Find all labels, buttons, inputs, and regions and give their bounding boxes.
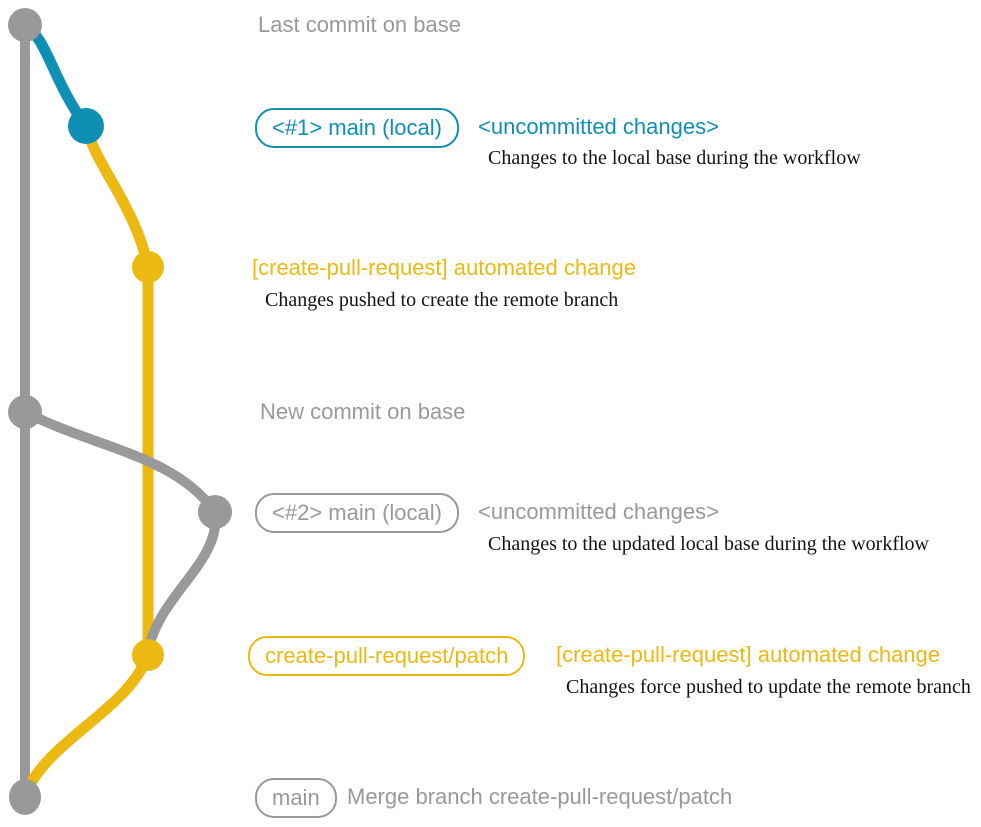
commit-node-last-commit-on-base [8,8,42,42]
remote-branch-edge-top [80,124,154,269]
uncommitted-changes-title-1: <uncommitted changes> [478,114,719,139]
commit-node-uncommitted-changes-1 [68,108,104,144]
automated-change-title-1: [create-pull-request] automated change [252,255,637,280]
base-update-edge [22,407,220,515]
commit-graph [8,8,232,815]
uncommitted-changes-title-2: <uncommitted changes> [478,499,719,524]
commit-node-automated-change-2 [132,639,164,671]
commit-node-new-commit-on-base [8,395,42,429]
merge-commit-label: Merge branch create-pull-request/patch [347,784,733,809]
automated-change-desc-1: Changes pushed to create the remote bran… [265,289,619,311]
automated-change-title-2: [create-pull-request] automated change [556,642,941,667]
rebase-edge [143,511,221,654]
uncommitted-changes-desc-1: Changes to the local base during the wor… [488,147,861,169]
commit-node-automated-change-1 [132,251,164,283]
last-commit-label: Last commit on base [258,12,461,37]
new-commit-label: New commit on base [260,399,466,424]
branch-badge-main-local-1: <#1> main (local) [255,108,459,148]
branch-badge-main: main [255,778,337,818]
commit-node-merge-commit [9,779,41,815]
branch-badge-create-pull-request-patch: create-pull-request/patch [248,636,526,676]
uncommitted-changes-desc-2: Changes to the updated local base during… [488,533,929,555]
automated-change-desc-2: Changes force pushed to update the remot… [566,676,971,698]
branch-badge-main-local-2: <#2> main (local) [255,493,459,533]
merge-edge [21,652,154,795]
commit-node-uncommitted-changes-2 [198,495,232,529]
